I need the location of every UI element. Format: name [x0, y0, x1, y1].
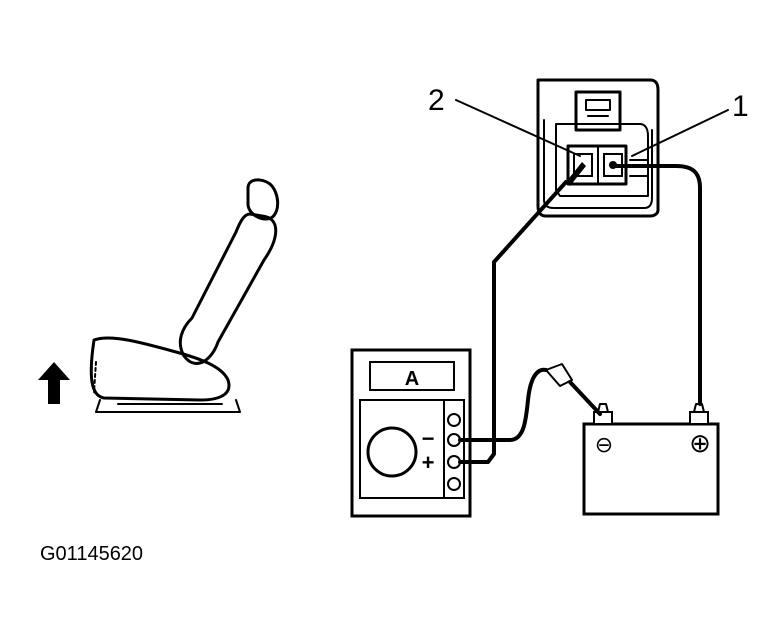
up-arrow-icon: [38, 362, 70, 404]
callout-label-2: 2: [428, 84, 445, 117]
meter-dial: [366, 426, 418, 478]
meter-minus-label: −: [422, 426, 435, 451]
meter-plus-label: +: [422, 450, 435, 475]
ammeter: [350, 348, 472, 518]
probe-wire-to-terminal-2: [458, 162, 586, 464]
battery: [582, 403, 720, 516]
meter-unit-label: A: [405, 368, 419, 390]
wire-to-terminal-1: [614, 164, 702, 406]
seat-illustration: [89, 178, 280, 413]
wire-to-battery-negative: [458, 363, 602, 442]
battery-negative-symbol: ⊖: [595, 432, 613, 457]
callout-label-1: 1: [732, 90, 749, 123]
callout-leaders: [455, 99, 729, 157]
figure-code: G01145620: [40, 543, 143, 565]
meter-jack-4: [447, 477, 461, 491]
battery-positive-symbol: ⊕: [689, 428, 711, 458]
meter-jack-1: [447, 413, 461, 427]
